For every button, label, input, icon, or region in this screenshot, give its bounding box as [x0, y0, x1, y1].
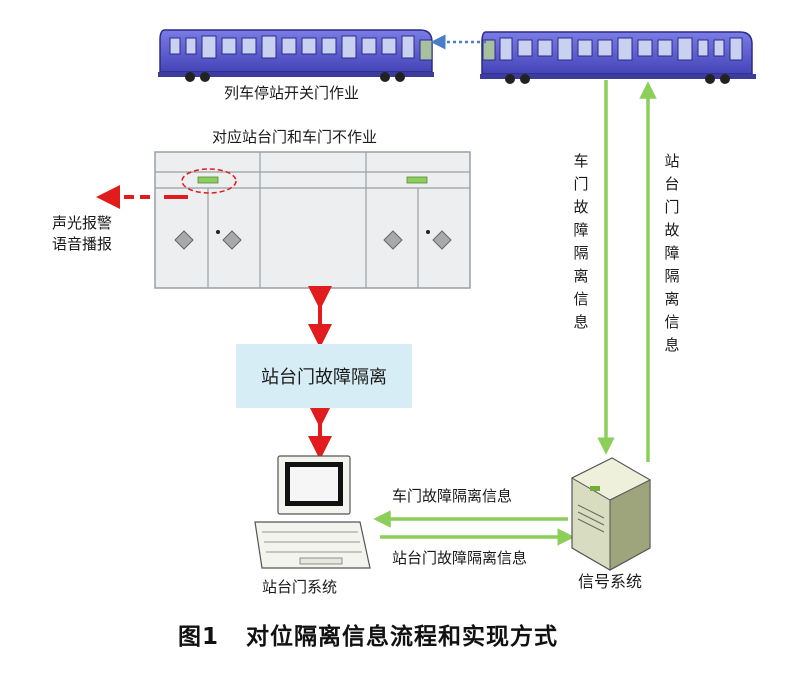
computer-icon — [254, 455, 371, 569]
alarm-label: 声光报警 语音播报 — [52, 214, 113, 253]
isolation-box: 站台门故障隔离 — [236, 344, 412, 408]
platform-screen-doors — [154, 151, 471, 289]
psd-fault-vertical-label: 站 台 门 故 障 隔 离 信 息 — [664, 152, 680, 354]
signal-system-label: 信号系统 — [578, 572, 643, 591]
figure-caption: 图1 对位隔离信息流程和实现方式 — [178, 624, 559, 650]
door-indicator-light — [406, 176, 428, 184]
server-icon — [570, 457, 652, 571]
psd-title: 对应站台门和车门不作业 — [212, 128, 378, 146]
psd-fault-horizontal-label: 站台门故障隔离信息 — [392, 549, 528, 567]
train-label: 列车停站开关门作业 — [224, 84, 360, 102]
train-left — [158, 29, 434, 82]
door-fault-horizontal-label: 车门故障隔离信息 — [392, 487, 513, 505]
psd-system-label: 站台门系统 — [262, 578, 338, 596]
door-fault-vertical-label: 车 门 故 障 隔 离 信 息 — [573, 152, 589, 331]
door-indicator-light — [197, 176, 219, 184]
faulty-door-highlight — [181, 168, 237, 194]
train-right — [480, 31, 756, 84]
